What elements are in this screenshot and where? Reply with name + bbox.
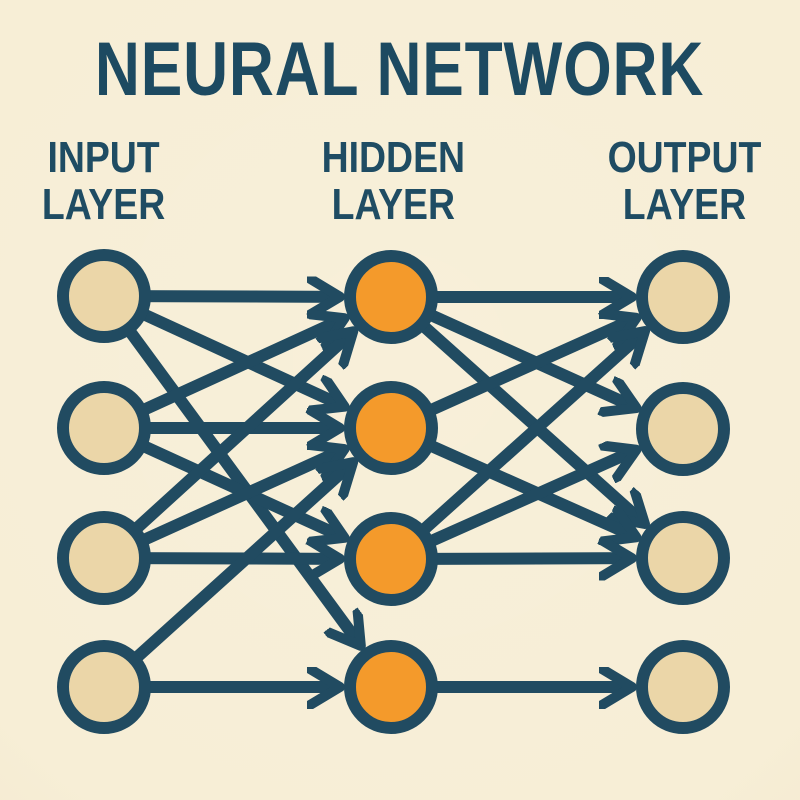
output-layer-label-line2: LAYER — [622, 180, 746, 229]
node-hidden-1 — [344, 250, 438, 344]
edge-hidden1-output3 — [387, 292, 643, 523]
edge-input4-hidden2 — [99, 464, 352, 692]
edge-hidden3-output1 — [386, 332, 644, 564]
output-layer-label-line1: OUTPUT — [607, 133, 761, 182]
hidden-layer-label-line2: LAYER — [331, 180, 455, 229]
node-input-3 — [57, 511, 151, 605]
edge-input1-hidden4 — [99, 292, 360, 644]
input-layer-label-line2: LAYER — [42, 180, 166, 229]
edge-input3-hidden1 — [99, 333, 352, 563]
page-title: NEURAL NETWORK — [0, 26, 800, 113]
hidden-layer-label-line1: HIDDEN — [321, 133, 465, 182]
node-output-4 — [636, 640, 730, 734]
node-input-4 — [57, 640, 151, 734]
input-layer-label: INPUT LAYER — [0, 134, 254, 228]
output-layer-label: OUTPUT LAYER — [534, 134, 800, 228]
node-output-3 — [636, 511, 730, 605]
node-input-1 — [57, 249, 151, 343]
node-hidden-2 — [344, 381, 438, 475]
node-output-1 — [636, 250, 730, 344]
node-hidden-3 — [344, 512, 438, 606]
node-output-2 — [636, 382, 730, 476]
node-hidden-4 — [344, 640, 438, 734]
node-input-2 — [57, 381, 151, 475]
diagram-title: NEURAL NETWORK — [95, 27, 705, 112]
edges-group — [99, 292, 644, 692]
hidden-layer-label: HIDDEN LAYER — [243, 134, 543, 228]
input-layer-label-line1: INPUT — [47, 133, 161, 182]
nodes-group — [57, 249, 730, 734]
